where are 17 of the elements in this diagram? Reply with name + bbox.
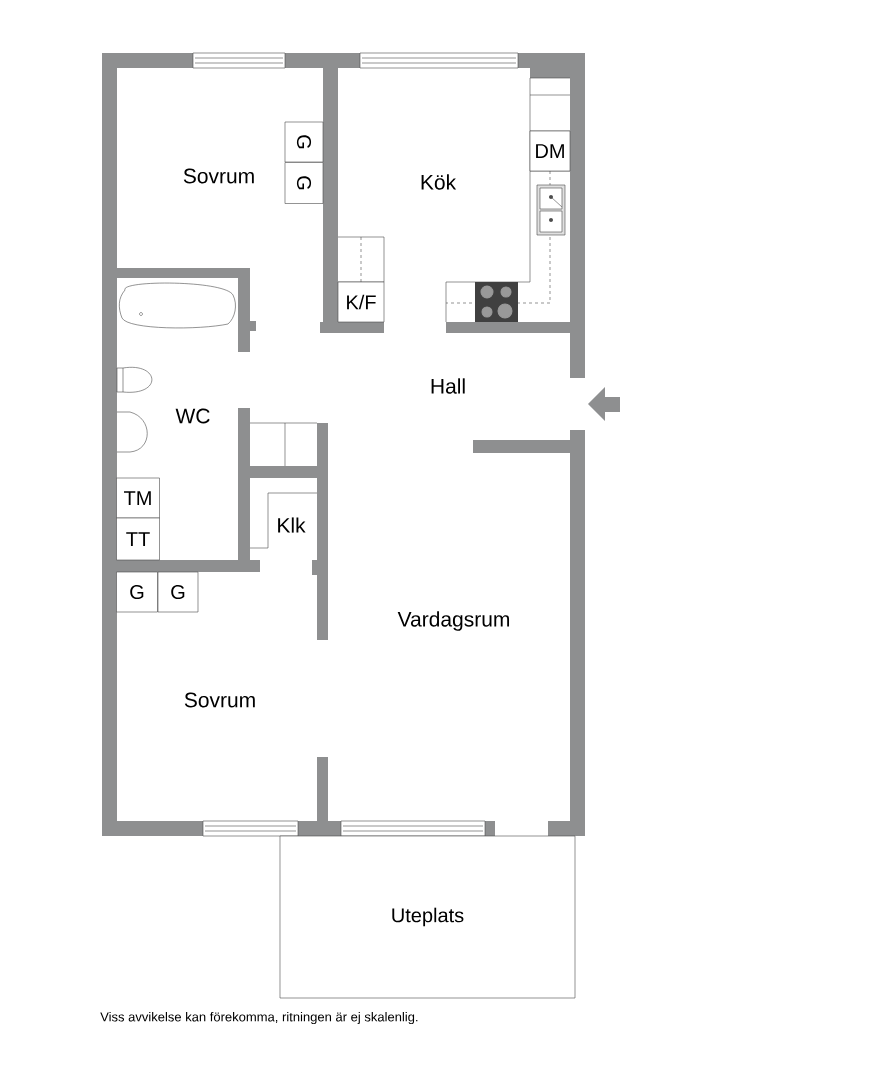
room-label: Klk bbox=[278, 517, 306, 533]
cabinet-box: G bbox=[284, 162, 324, 204]
room-label: WC bbox=[175, 408, 210, 424]
caption: Viss avvikelse kan förekomma, ritningen är ej skalenlig. bbox=[100, 1011, 418, 1025]
cabinet-box: K/F bbox=[337, 281, 385, 323]
room-label: Hall bbox=[431, 378, 465, 394]
cabinet-box: TM bbox=[116, 477, 160, 519]
cabinet-box: G bbox=[116, 571, 158, 613]
room-label: Sovrum bbox=[184, 692, 255, 708]
room-label: Vardagsrum bbox=[397, 611, 509, 631]
patio-area: Uteplats bbox=[279, 835, 576, 999]
room-label: Sovrum bbox=[183, 168, 254, 184]
cabinet-box: DM bbox=[529, 130, 571, 172]
cabinet-box: G bbox=[284, 121, 324, 163]
cabinet-box: G bbox=[157, 571, 199, 613]
room-label: Kök bbox=[421, 174, 457, 190]
cabinet-box: TT bbox=[116, 517, 160, 561]
